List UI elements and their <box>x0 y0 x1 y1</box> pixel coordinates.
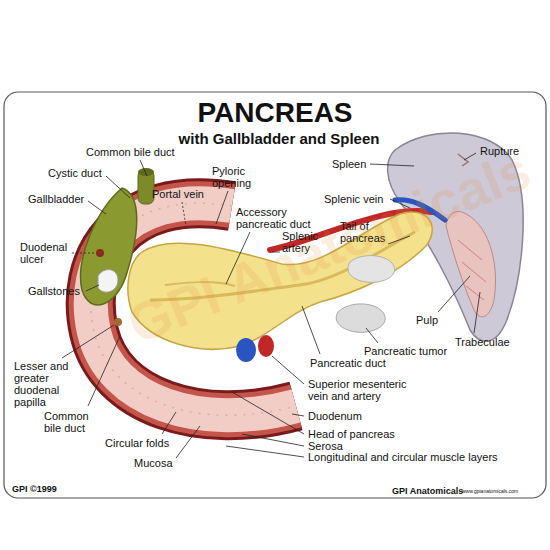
pancreas <box>128 212 432 349</box>
title: PANCREAS <box>0 98 550 128</box>
duct-opening <box>138 168 154 176</box>
watermark: GPI Anatomicals <box>120 140 538 354</box>
part-label: Trabeculae <box>455 336 510 348</box>
part-label: Superior mesenteric vein and artery <box>308 378 420 402</box>
part-label: Pancreatic duct <box>310 357 386 369</box>
card-border <box>4 92 546 498</box>
part-label: Spleen <box>332 158 366 170</box>
ulcer <box>96 249 104 257</box>
pancreas-lobe <box>348 256 395 283</box>
papilla <box>114 318 122 326</box>
leader-lines <box>62 153 480 458</box>
part-label: Gallstones <box>28 285 80 297</box>
gallstone <box>98 270 118 293</box>
part-label: Duodenal ulcer <box>20 241 72 265</box>
part-label: Longitudinal and circular muscle layers <box>308 451 498 463</box>
part-label: Mucosa <box>134 457 173 469</box>
part-label: Tail of pancreas <box>340 220 388 244</box>
copyright: GPI ©1999 <box>12 484 57 494</box>
part-label: Portal vein <box>152 188 204 200</box>
part-label: Lesser and greater duodenal papilla <box>14 360 74 408</box>
part-label: Rupture <box>480 145 519 157</box>
part-label: Splenic artery <box>282 230 326 254</box>
part-label: Pulp <box>416 314 438 326</box>
part-label: Cystic duct <box>48 167 102 179</box>
part-label: Circular folds <box>105 437 169 449</box>
part-label: Serosa <box>308 440 343 452</box>
spleen <box>388 133 524 341</box>
website: www.gpianatomicals.com <box>462 488 518 494</box>
spleen-cut <box>446 212 496 317</box>
brand: GPI Anatomicals <box>392 486 463 496</box>
accessory-duct <box>165 282 235 286</box>
part-label: Accessory pancreatic duct <box>236 206 322 230</box>
rupture-mark <box>458 154 468 166</box>
mesenteric-vein <box>236 338 256 362</box>
part-label: Gallbladder <box>28 193 84 205</box>
part-label: Pancreatic tumor <box>364 345 447 357</box>
mesenteric-artery <box>258 335 274 357</box>
trabeculae <box>458 240 486 300</box>
pancreatic-tumor <box>336 304 385 332</box>
part-label: Common bile duct <box>86 146 175 158</box>
gallbladder <box>81 188 137 305</box>
part-label: Splenic vein <box>324 193 383 205</box>
part-label: Pyloric opening <box>212 165 262 189</box>
part-label: Head of pancreas <box>308 428 395 440</box>
subtitle: with Gallbladder and Spleen <box>4 130 550 147</box>
part-label: Duodenum <box>308 410 362 422</box>
part-label: Common bile duct <box>44 410 90 434</box>
